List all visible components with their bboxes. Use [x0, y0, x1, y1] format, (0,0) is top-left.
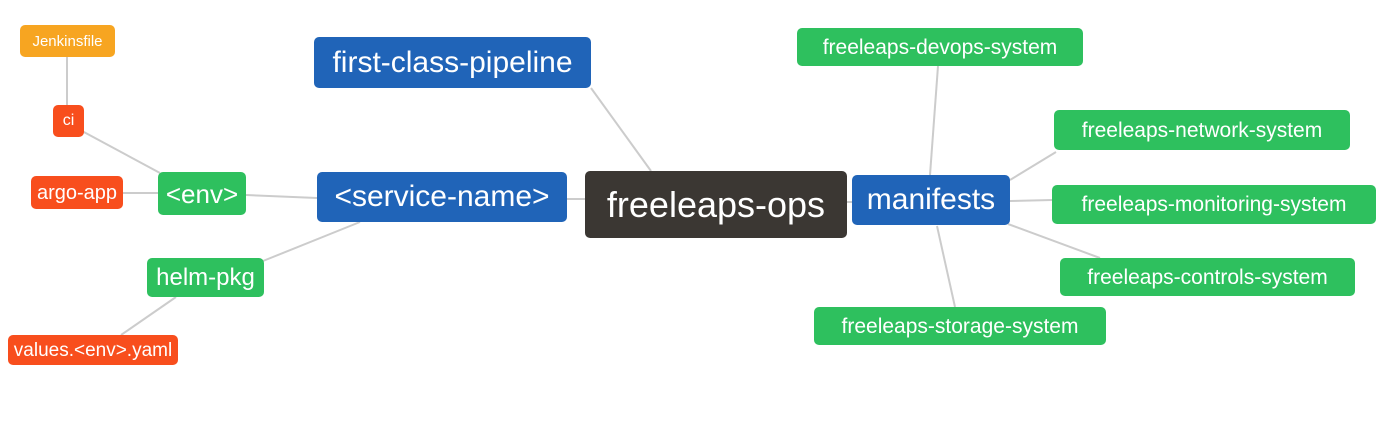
- edge-ci-env: [81, 130, 161, 174]
- node-jenkinsfile[interactable]: Jenkinsfile: [20, 25, 115, 57]
- node-freeleaps-monitoring-system[interactable]: freeleaps-monitoring-system: [1052, 185, 1376, 224]
- edge-manifests-freeleaps-controls-system: [1007, 223, 1101, 259]
- node-ci[interactable]: ci: [53, 105, 84, 137]
- edge-manifests-freeleaps-storage-system: [936, 225, 956, 308]
- edge-env-service-name: [245, 194, 318, 199]
- edge-manifests-freeleaps-devops-system: [929, 65, 939, 176]
- node-env[interactable]: <env>: [158, 172, 246, 215]
- node-freeleaps-controls-system[interactable]: freeleaps-controls-system: [1060, 258, 1355, 296]
- edge-service-name-helm-pkg: [262, 221, 361, 262]
- node-freeleaps-network-system[interactable]: freeleaps-network-system: [1054, 110, 1350, 150]
- node-manifests[interactable]: manifests: [852, 175, 1010, 225]
- node-freeleaps-storage-system[interactable]: freeleaps-storage-system: [814, 307, 1106, 345]
- node-freeleaps-ops[interactable]: freeleaps-ops: [585, 171, 847, 238]
- node-service-name[interactable]: <service-name>: [317, 172, 567, 222]
- node-values-env-yaml[interactable]: values.<env>.yaml: [8, 335, 178, 365]
- node-first-class-pipeline[interactable]: first-class-pipeline: [314, 37, 591, 88]
- node-freeleaps-devops-system[interactable]: freeleaps-devops-system: [797, 28, 1083, 66]
- node-argo-app[interactable]: argo-app: [31, 176, 123, 209]
- edge-manifests-freeleaps-network-system: [1009, 151, 1057, 181]
- edge-first-class-pipeline-freeleaps-ops: [590, 87, 652, 172]
- edge-manifests-freeleaps-monitoring-system: [1009, 199, 1053, 202]
- node-helm-pkg[interactable]: helm-pkg: [147, 258, 264, 297]
- edge-helm-pkg-values-env-yaml: [120, 296, 177, 336]
